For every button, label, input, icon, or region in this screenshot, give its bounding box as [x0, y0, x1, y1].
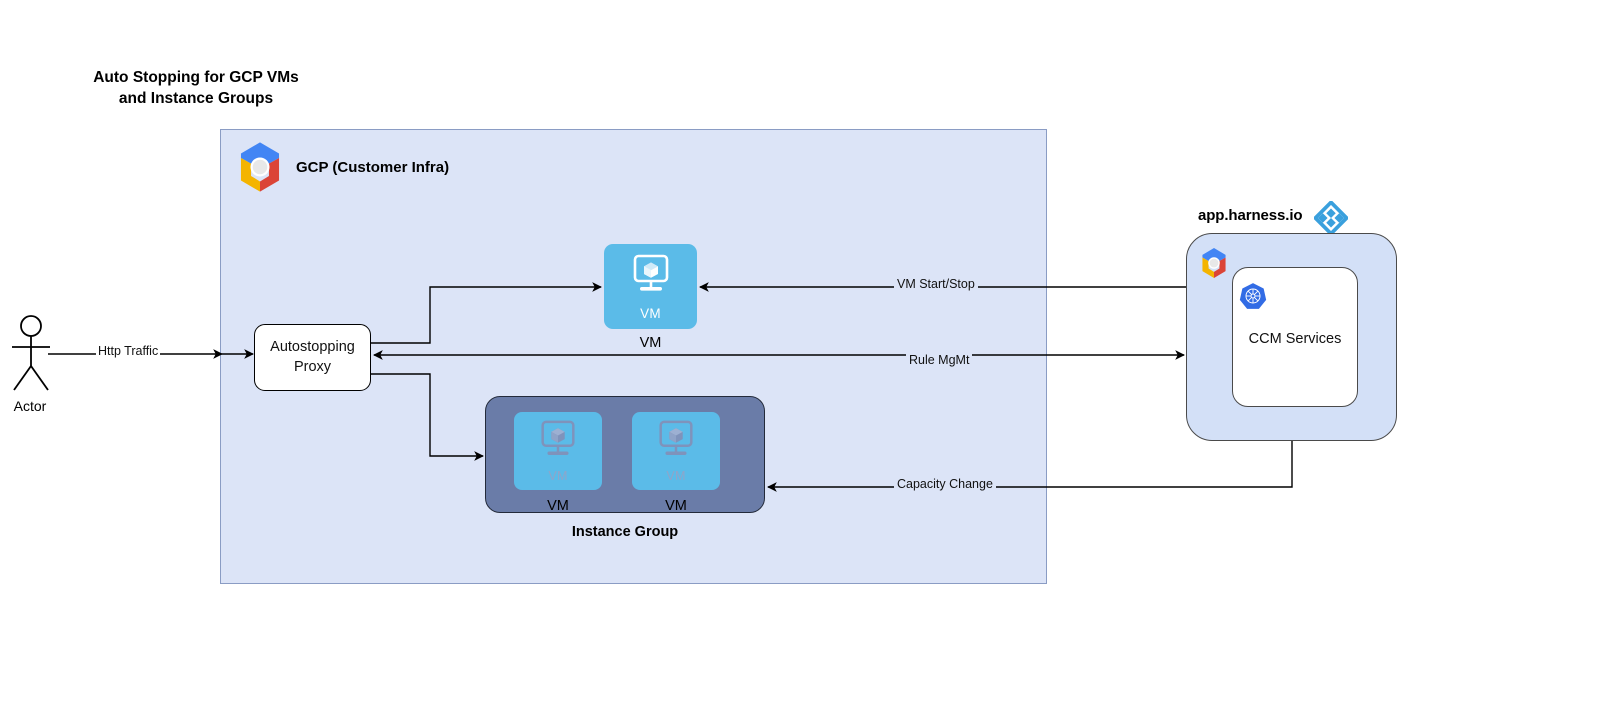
autostopping-proxy-node[interactable]: Autostopping Proxy [254, 324, 371, 391]
edge-label-vm-start-stop: VM Start/Stop [894, 277, 978, 291]
actor-label: Actor [13, 398, 47, 414]
monitor-cube-vm-icon [535, 419, 581, 468]
kubernetes-logo-icon [1239, 282, 1267, 315]
vm-inner-label: VM [666, 469, 686, 483]
edge-label-http-traffic: Http Traffic [96, 344, 161, 358]
vm-inner-label: VM [640, 306, 661, 321]
monitor-cube-vm-icon [653, 419, 699, 468]
edge-label-capacity-change: Capacity Change [894, 477, 996, 491]
stick-figure-actor-icon [8, 314, 54, 397]
page-title: Auto Stopping for GCP VMs and Instance G… [93, 69, 299, 107]
instance-group-vm-caption: VM [665, 498, 687, 514]
ccm-services-label: CCM Services [1248, 331, 1342, 347]
vm-inner-label: VM [548, 469, 568, 483]
vm-caption: VM [639, 335, 662, 351]
gcp-logo-icon [232, 139, 288, 195]
harness-label: app.harness.io [1198, 207, 1303, 224]
gcp-logo-icon [1197, 246, 1231, 280]
instance-group-vm-node[interactable]: VM [514, 412, 602, 490]
instance-group-vm-caption: VM [547, 498, 569, 514]
monitor-cube-vm-icon [627, 253, 675, 304]
edge-label-rule-mgmt: Rule MgMt [906, 353, 973, 367]
gcp-container-label: GCP (Customer Infra) [296, 159, 450, 176]
vm-node[interactable]: VM [604, 244, 697, 329]
instance-group-vm-node[interactable]: VM [632, 412, 720, 490]
instance-group-caption: Instance Group [571, 524, 679, 540]
